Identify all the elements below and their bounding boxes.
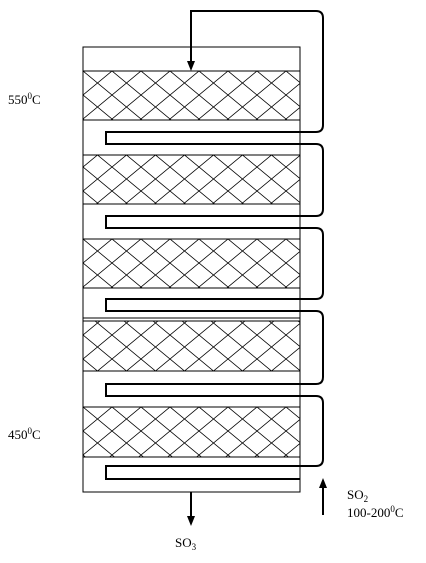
catalyst-bed (82, 406, 301, 458)
outlet-gas-label: SO3 (175, 535, 197, 552)
gas-flow-path (105, 10, 327, 526)
catalyst-bed (82, 320, 301, 372)
inlet-arrow (319, 478, 327, 488)
catalyst-bed (82, 154, 301, 205)
inlet-gas-label: SO2 (347, 487, 368, 504)
catalyst-bed (82, 70, 301, 121)
bottom-temperature-label: 4500C (8, 426, 41, 442)
top-inlet-arrow (187, 61, 195, 71)
catalyst-beds (82, 70, 301, 458)
outlet-arrow (187, 516, 195, 526)
inlet-temperature-label: 100-2000C (347, 504, 404, 520)
top-temperature-label: 5500C (8, 91, 41, 107)
heat-exchanger-tubes (105, 10, 324, 480)
catalyst-bed (82, 238, 301, 289)
